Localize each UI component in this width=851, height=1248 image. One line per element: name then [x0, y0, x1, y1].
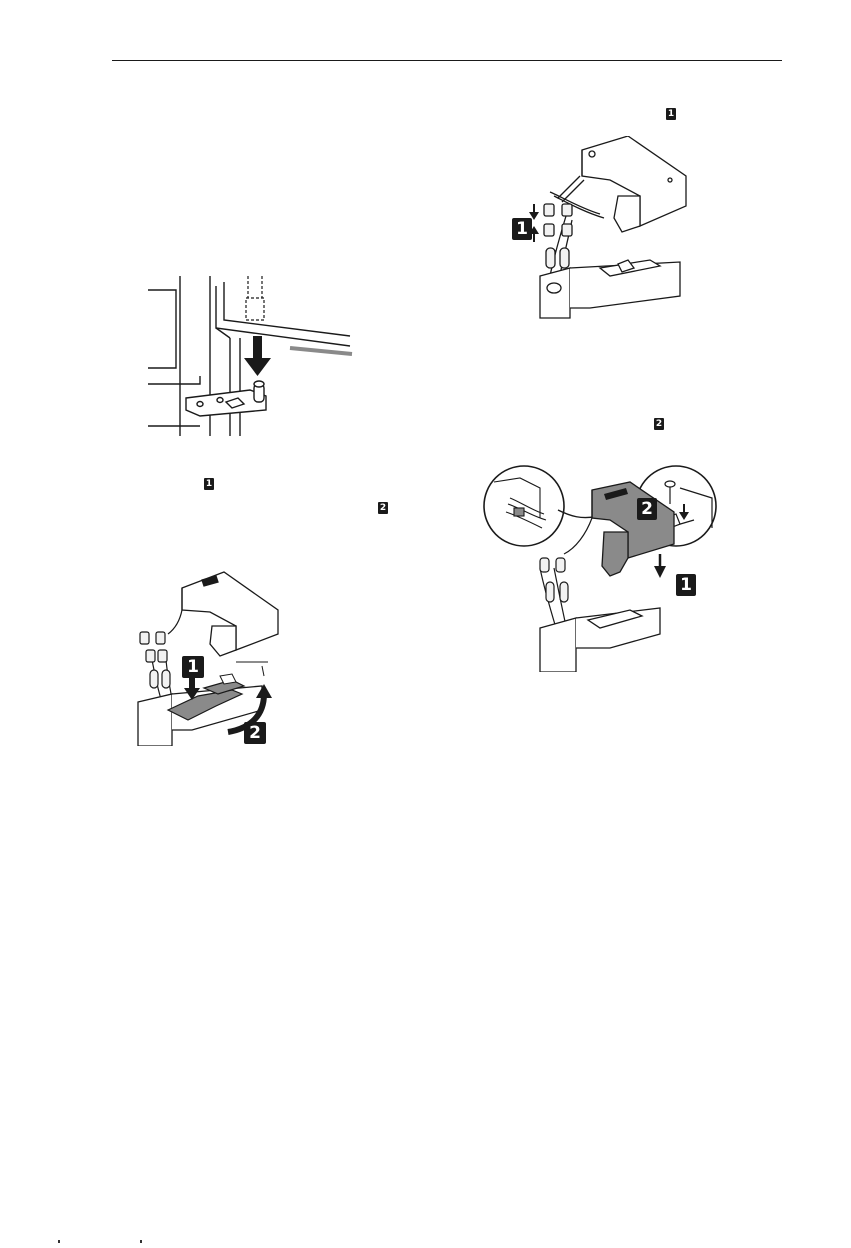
step-badge-1-top-right: 1 — [666, 108, 676, 120]
fig2-step-1-label: 1 — [512, 218, 532, 240]
figure-wire-connectors: 1 — [510, 136, 690, 322]
fig4-step-2-label: 2 — [637, 498, 657, 520]
header-rule — [112, 60, 782, 61]
fig3-step-1-label: 1 — [182, 656, 204, 678]
figure-hinge-cover-screw: 2 1 — [480, 458, 725, 672]
figure-hinge-lever: 1 2 — [132, 570, 282, 746]
fig3-step-2-label: 2 — [244, 722, 266, 744]
fig4-step-1-label: 1 — [676, 574, 696, 596]
step-badge-2-left: 2 — [378, 502, 388, 514]
footer-mark — [58, 1240, 60, 1243]
step-badge-2-right: 2 — [654, 418, 664, 430]
step-badge-1-left: 1 — [204, 478, 214, 490]
footer-mark — [140, 1240, 142, 1243]
figure-door-hinge — [140, 276, 355, 436]
